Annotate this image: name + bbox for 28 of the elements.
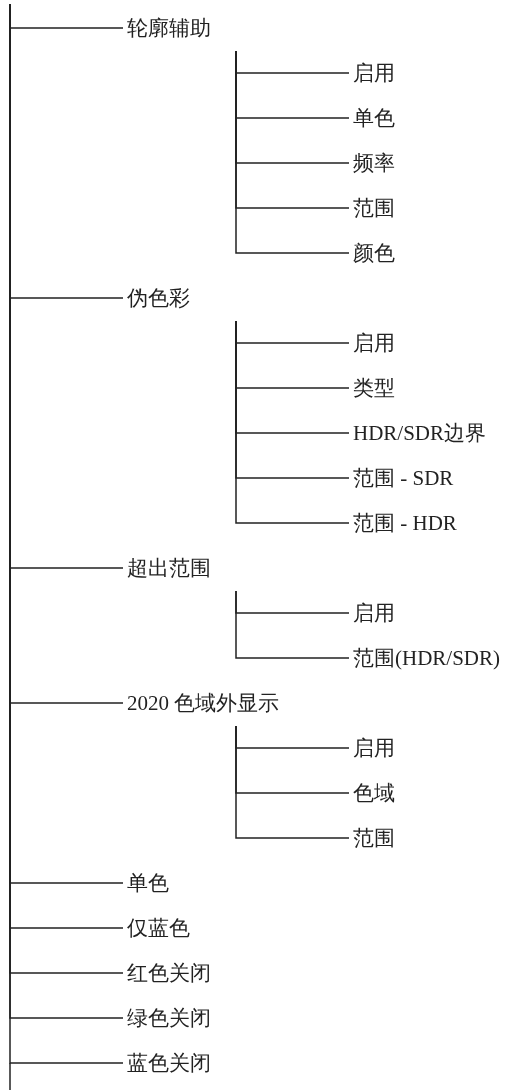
menu-item: 颜色 <box>353 241 395 265</box>
menu-item: 蓝色关闭 <box>127 1051 211 1075</box>
menu-item: 范围 <box>353 826 395 850</box>
tree-connector <box>235 50 350 254</box>
menu-item: 启用 <box>353 61 395 85</box>
menu-item: 轮廓辅助 <box>127 16 211 40</box>
menu-item: 2020 色域外显示 <box>127 691 280 715</box>
menu-item: 类型 <box>353 376 395 400</box>
menu-item: 范围 - HDR <box>353 511 457 535</box>
menu-item: 范围 - SDR <box>353 466 454 490</box>
menu-item: 启用 <box>353 736 395 760</box>
menu-item: 范围 <box>353 196 395 220</box>
menu-item: 红色关闭 <box>127 961 211 985</box>
menu-item: 范围(HDR/SDR) <box>353 646 500 670</box>
tree-connector <box>235 725 350 839</box>
tree-connector <box>235 320 350 524</box>
tree-connector <box>235 590 350 659</box>
menu-item: 启用 <box>353 331 395 355</box>
menu-item: 单色 <box>353 106 395 130</box>
menu-item: 启用 <box>353 601 395 625</box>
menu-item: 绿色关闭 <box>127 1006 211 1030</box>
menu-item: 频率 <box>353 151 395 175</box>
menu-item: 超出范围 <box>127 556 211 580</box>
menu-item: 单色 <box>127 871 169 895</box>
menu-item: HDR/SDR边界 <box>353 421 487 445</box>
menu-item: 色域 <box>353 781 395 805</box>
menu-item: 伪色彩 <box>127 286 190 310</box>
menu-item: 仅蓝色 <box>127 916 190 940</box>
